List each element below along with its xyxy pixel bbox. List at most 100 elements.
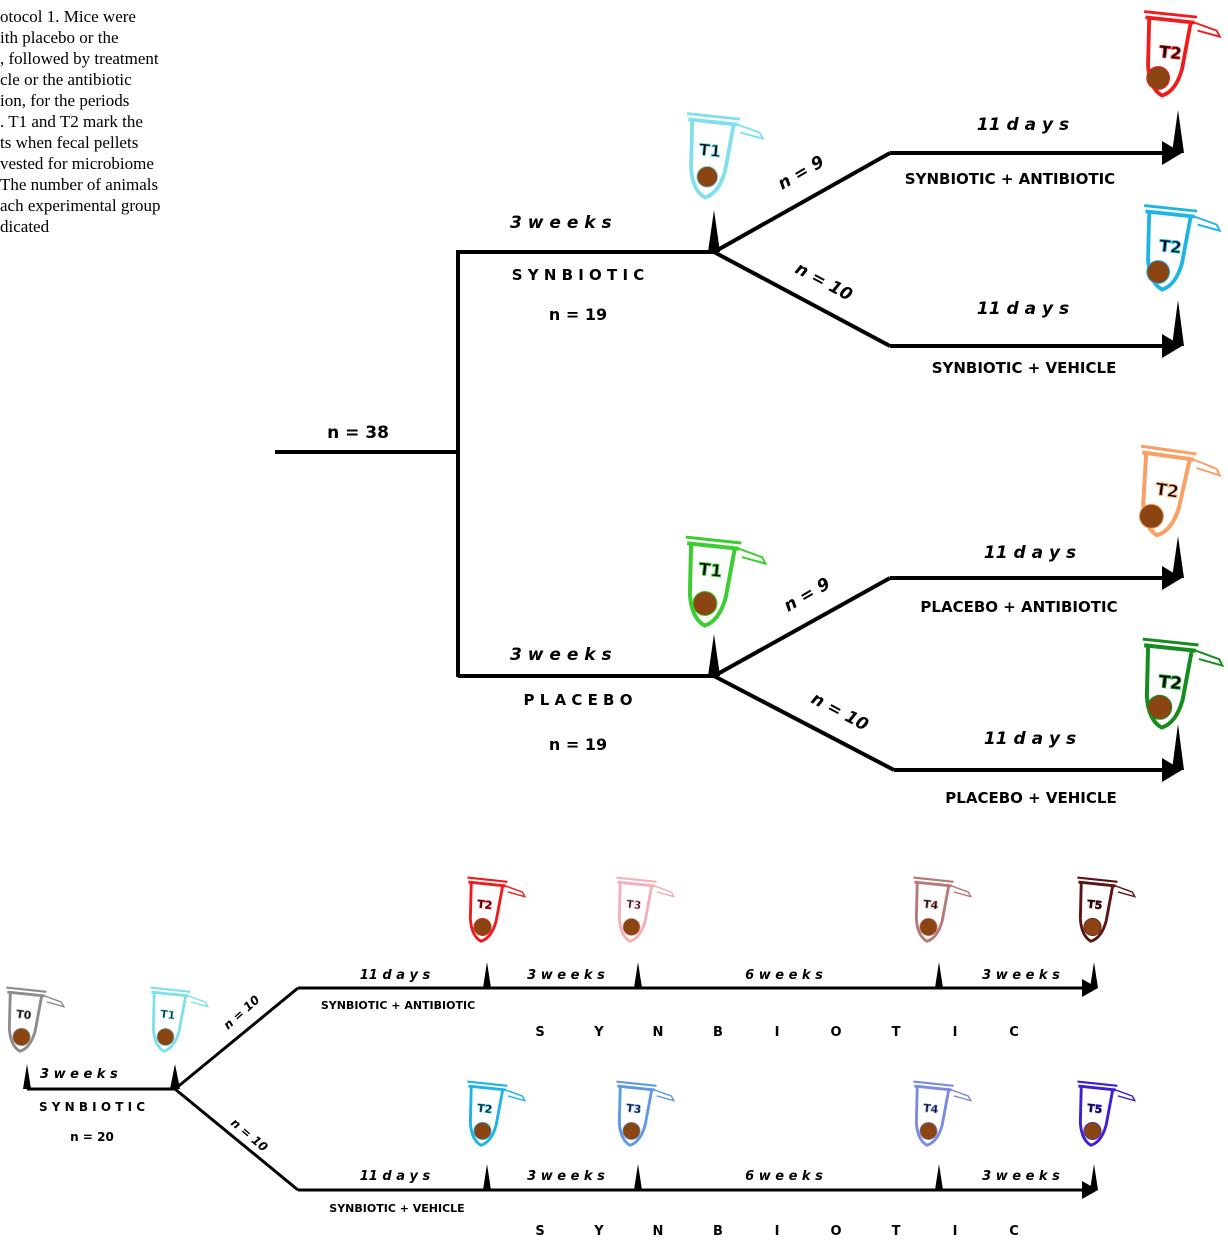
placebo-duration-label: 3 w e e k s [510, 645, 612, 665]
placebo-n-label: n = 19 [549, 735, 607, 754]
weeks-label: 6 w e e k s [745, 968, 823, 983]
fecal-pellet [622, 917, 641, 936]
spread-letter: B [713, 1224, 723, 1239]
spread-letter: O [830, 1025, 841, 1040]
tube-icon: T1 [674, 535, 770, 634]
caption-line: vested for microbiome [0, 154, 154, 173]
fecal-pellet [473, 1121, 492, 1140]
caption-line: ach experimental group [0, 196, 161, 215]
spread-letter: Y [593, 1224, 604, 1239]
spread-letter: C [1009, 1224, 1019, 1239]
fecal-pellet [1083, 1121, 1102, 1140]
days-label: 11 d a y s [360, 968, 431, 983]
fecal-pellet [1146, 260, 1171, 284]
group-label-syn-abx: SYNBIOTIC + ANTIBIOTIC [905, 170, 1115, 188]
spread-letter: N [653, 1224, 664, 1239]
spread-letter: I [953, 1224, 958, 1239]
weeks-label: 3 w e e k s [527, 968, 605, 983]
synbiotic-label: S Y N B I O T I C [39, 1100, 145, 1114]
tube-label: T4 [923, 898, 939, 912]
caption-line: cle or the antibiotic [0, 70, 132, 89]
timepoint-marker [483, 1164, 491, 1190]
timepoint-marker [1090, 962, 1098, 988]
tube-icon: T3 [608, 1080, 677, 1151]
tube-icon: T5 [1069, 876, 1138, 947]
timepoint-marker [1172, 110, 1184, 153]
tube-icon: T0 [0, 986, 67, 1057]
placebo-label: P L A C E B O [524, 691, 633, 709]
caption-line: ith placebo or the [0, 28, 119, 47]
fecal-pellet [1146, 66, 1171, 90]
spread-letter: Y [593, 1025, 604, 1040]
timepoint-marker [708, 634, 720, 676]
branch-n-label: n = 10 [221, 993, 263, 1033]
protocol-1: n = 38 3 w e e k s S Y N B I O T I C n =… [275, 9, 1227, 807]
days-label: 11 d a y s [360, 1169, 431, 1184]
timepoint-marker [708, 210, 720, 252]
fecal-pellet [919, 1121, 938, 1140]
caption-line: dicated [0, 217, 50, 236]
fecal-pellet [473, 917, 492, 936]
days-label: 11 d a y s [984, 729, 1076, 749]
duration-label: 3 w e e k s [40, 1067, 118, 1082]
fecal-pellet [12, 1027, 31, 1046]
branch-line-veh [174, 1087, 299, 1192]
days-label: 11 d a y s [984, 543, 1076, 563]
timepoint-marker [23, 1064, 31, 1089]
fecal-pellet [622, 1121, 641, 1140]
synbiotic-n-label: n = 19 [549, 305, 607, 324]
tube-label: T0 [16, 1008, 32, 1022]
fecal-pellet [919, 917, 938, 936]
tube-icon: T4 [905, 1080, 974, 1151]
spread-letter: S [535, 1224, 544, 1239]
spread-synbiotic-lower: S Y N B I O T I C [535, 1224, 1018, 1239]
tube-icon: T1 [142, 986, 211, 1057]
tube-icon: T1 [676, 111, 767, 205]
tube-label: T3 [626, 898, 642, 912]
tube-icon: T2 [1133, 9, 1224, 103]
tube-icon: T4 [905, 876, 974, 947]
tube-label: T2 [1158, 672, 1183, 694]
spread-letter: T [892, 1224, 901, 1239]
spread-letter: S [535, 1025, 544, 1040]
caption-line: , followed by treatment [0, 49, 159, 68]
branch-n-label: n = 9 [775, 152, 828, 194]
tube-label: T2 [1158, 236, 1182, 257]
timepoint-marker [170, 1064, 180, 1089]
tube-label: T2 [1154, 480, 1180, 503]
caption-line: ion, for the periods [0, 91, 130, 110]
synbiotic-label: S Y N B I O T I C [512, 266, 645, 284]
timepoint-marker [483, 962, 491, 988]
fecal-pellet [692, 590, 718, 616]
timepoint-marker [1172, 300, 1184, 346]
branch-line-pla-abx [713, 576, 891, 678]
protocol-2: 3 w e e k s S Y N B I O T I C n = 20 n =… [0, 876, 1138, 1239]
group-label-syn-veh: SYNBIOTIC + VEHICLE [932, 359, 1117, 377]
tube-icon: T3 [608, 876, 677, 947]
tube-icon: T5 [1069, 1080, 1138, 1151]
tube-label: T2 [477, 898, 493, 912]
fecal-pellet [1138, 503, 1164, 529]
group-label-pla-veh: PLACEBO + VEHICLE [945, 789, 1116, 807]
tube-label: T4 [923, 1102, 939, 1116]
spread-letter: B [713, 1025, 723, 1040]
fecal-pellet [1147, 694, 1173, 720]
branch-line-syn-veh [713, 250, 891, 348]
group-label-syn-abx: SYNBIOTIC + ANTIBIOTIC [321, 999, 475, 1012]
spread-letter: I [775, 1224, 780, 1239]
spread-letter: T [892, 1025, 901, 1040]
timepoint-marker [935, 1164, 943, 1190]
tube-label: T5 [1087, 898, 1103, 912]
spread-letter: C [1009, 1025, 1019, 1040]
tube-icon: T2 [459, 1080, 528, 1151]
tube-label: T1 [698, 140, 722, 161]
branch-line-abx [174, 986, 299, 1091]
spread-letter: I [775, 1025, 780, 1040]
spread-synbiotic-upper: S Y N B I O T I C [535, 1025, 1018, 1040]
figure-caption: otocol 1. Mice were ith placebo or the ,… [0, 6, 215, 237]
tube-icon: T2 [1133, 203, 1224, 297]
tube-label: T2 [1158, 42, 1182, 63]
synbiotic-duration-label: 3 w e e k s [510, 213, 612, 233]
days-label: 11 d a y s [977, 115, 1069, 135]
